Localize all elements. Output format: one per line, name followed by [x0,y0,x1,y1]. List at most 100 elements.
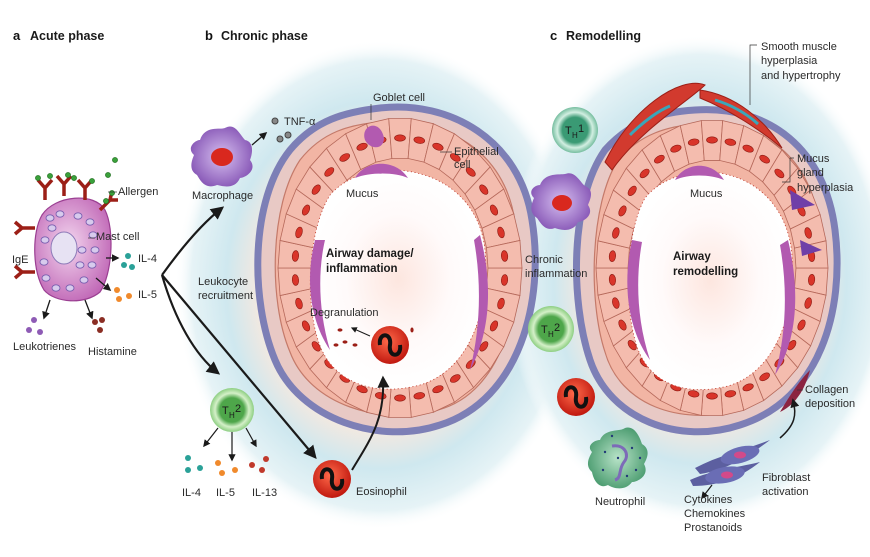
cell-nucleus [295,297,303,310]
panel-a-header: a Acute phase [13,28,104,43]
cell-nucleus [501,250,509,262]
cell-nucleus [742,144,754,153]
cell-nucleus [394,394,406,402]
ige-receptors [13,174,118,280]
cell-nucleus [301,320,311,332]
cell-nucleus [687,138,700,146]
panel-a-title: Acute phase [30,29,104,43]
label-deposition: deposition [805,398,855,410]
granule [73,212,83,220]
eosinophil-migration-arrow [351,375,390,471]
th2-cell-remodel: T H 2 [528,306,574,352]
airway-lumen [309,169,487,390]
mucus-streak [627,240,650,360]
label-il4-acute: IL-4 [138,253,157,265]
allergen-particles [35,157,118,204]
mucus-streak [470,235,489,370]
th1-cell: T H 1 [552,107,598,153]
label-smooth-muscle-3: and hypertrophy [761,70,841,82]
cell-nucleus [501,274,509,286]
svg-text:2: 2 [235,403,241,415]
mast-cell-granules [39,210,100,292]
cell-nucleus [774,168,785,179]
mucus-streak [310,240,330,350]
fibroblasts [690,440,770,486]
cell-nucleus [450,153,461,162]
granule [41,274,51,282]
cell-nucleus [804,227,812,239]
label-allergen: Allergen [118,186,158,198]
granule-particles [333,327,414,347]
cell-nucleus [394,134,406,142]
cell-nucleus [497,226,505,239]
cell-nucleus [742,383,754,392]
histamine-particles [92,317,105,333]
neutrophil [587,427,648,489]
cell-nucleus [291,250,299,262]
label-remodelling: remodelling [673,266,738,278]
label-recruitment: recruitment [198,290,253,302]
cell-nucleus [301,204,311,216]
cell-nucleus [339,153,350,162]
label-il4-chronic: IL-4 [182,487,201,499]
svg-text:H: H [572,131,578,140]
cell-nucleus [432,142,444,151]
eosinophil-remodel [557,378,595,416]
panel-b-title: Chronic phase [221,29,308,43]
cell-nucleus [432,385,444,394]
cell-nucleus [311,341,321,352]
cell-nucleus [627,185,637,196]
granule [40,236,50,244]
cell-nucleus [706,392,718,400]
cell-nucleus [465,167,476,177]
leukotriene-particles [26,317,43,335]
label-collagen: Collagen [805,384,848,396]
cell-nucleus [479,184,489,195]
cell-nucleus [759,154,770,164]
il4-particles-chronic [185,455,203,473]
cell-nucleus [356,142,368,151]
cell-nucleus [706,136,718,144]
cell-nucleus [324,167,335,177]
granule [51,284,61,292]
macrophage-chronic [190,126,253,187]
cell-nucleus [627,340,637,351]
cell-nucleus [497,297,505,310]
label-il13: IL-13 [252,487,277,499]
label-smooth-muscle-1: Smooth muscle [761,41,837,53]
mucus-gland [790,190,815,210]
granule [79,276,89,284]
panel-b-letter: b [205,28,213,43]
svg-text:H: H [229,411,235,420]
mucus-layer [675,165,724,180]
cell-nucleus [311,184,321,195]
cell-nucleus [654,154,665,164]
label-airway-damage: Airway damage/ [326,248,414,260]
recruitment-arrows [160,206,317,460]
cell-nucleus [413,392,426,400]
granule [55,210,65,218]
smooth-muscle-cell [604,82,706,171]
airway-lumen [627,171,793,390]
il5-particles-chronic [215,460,238,476]
label-mucus-gland-3: hyperplasia [797,182,854,194]
cell-nucleus [724,138,737,146]
label-fibroblast: Fibroblast [762,472,810,484]
cell-nucleus [608,250,616,262]
panel-b-header: b Chronic phase [205,28,308,43]
cell-nucleus [670,144,682,153]
cell-nucleus [413,136,426,144]
label-airway: Airway [673,251,711,263]
label-histamine: Histamine [88,346,137,358]
label-chronic-inflammation: inflammation [525,268,587,280]
granule [85,218,95,226]
eosinophil-chronic [313,460,351,498]
granule [65,284,75,292]
cell-nucleus [489,320,499,332]
il13-particles [249,456,269,473]
label-mucus-gland-2: gland [797,167,824,179]
label-ige: IgE [12,254,29,266]
cell-nucleus [479,341,489,352]
fibroblast-collagen-arrow [779,398,800,439]
